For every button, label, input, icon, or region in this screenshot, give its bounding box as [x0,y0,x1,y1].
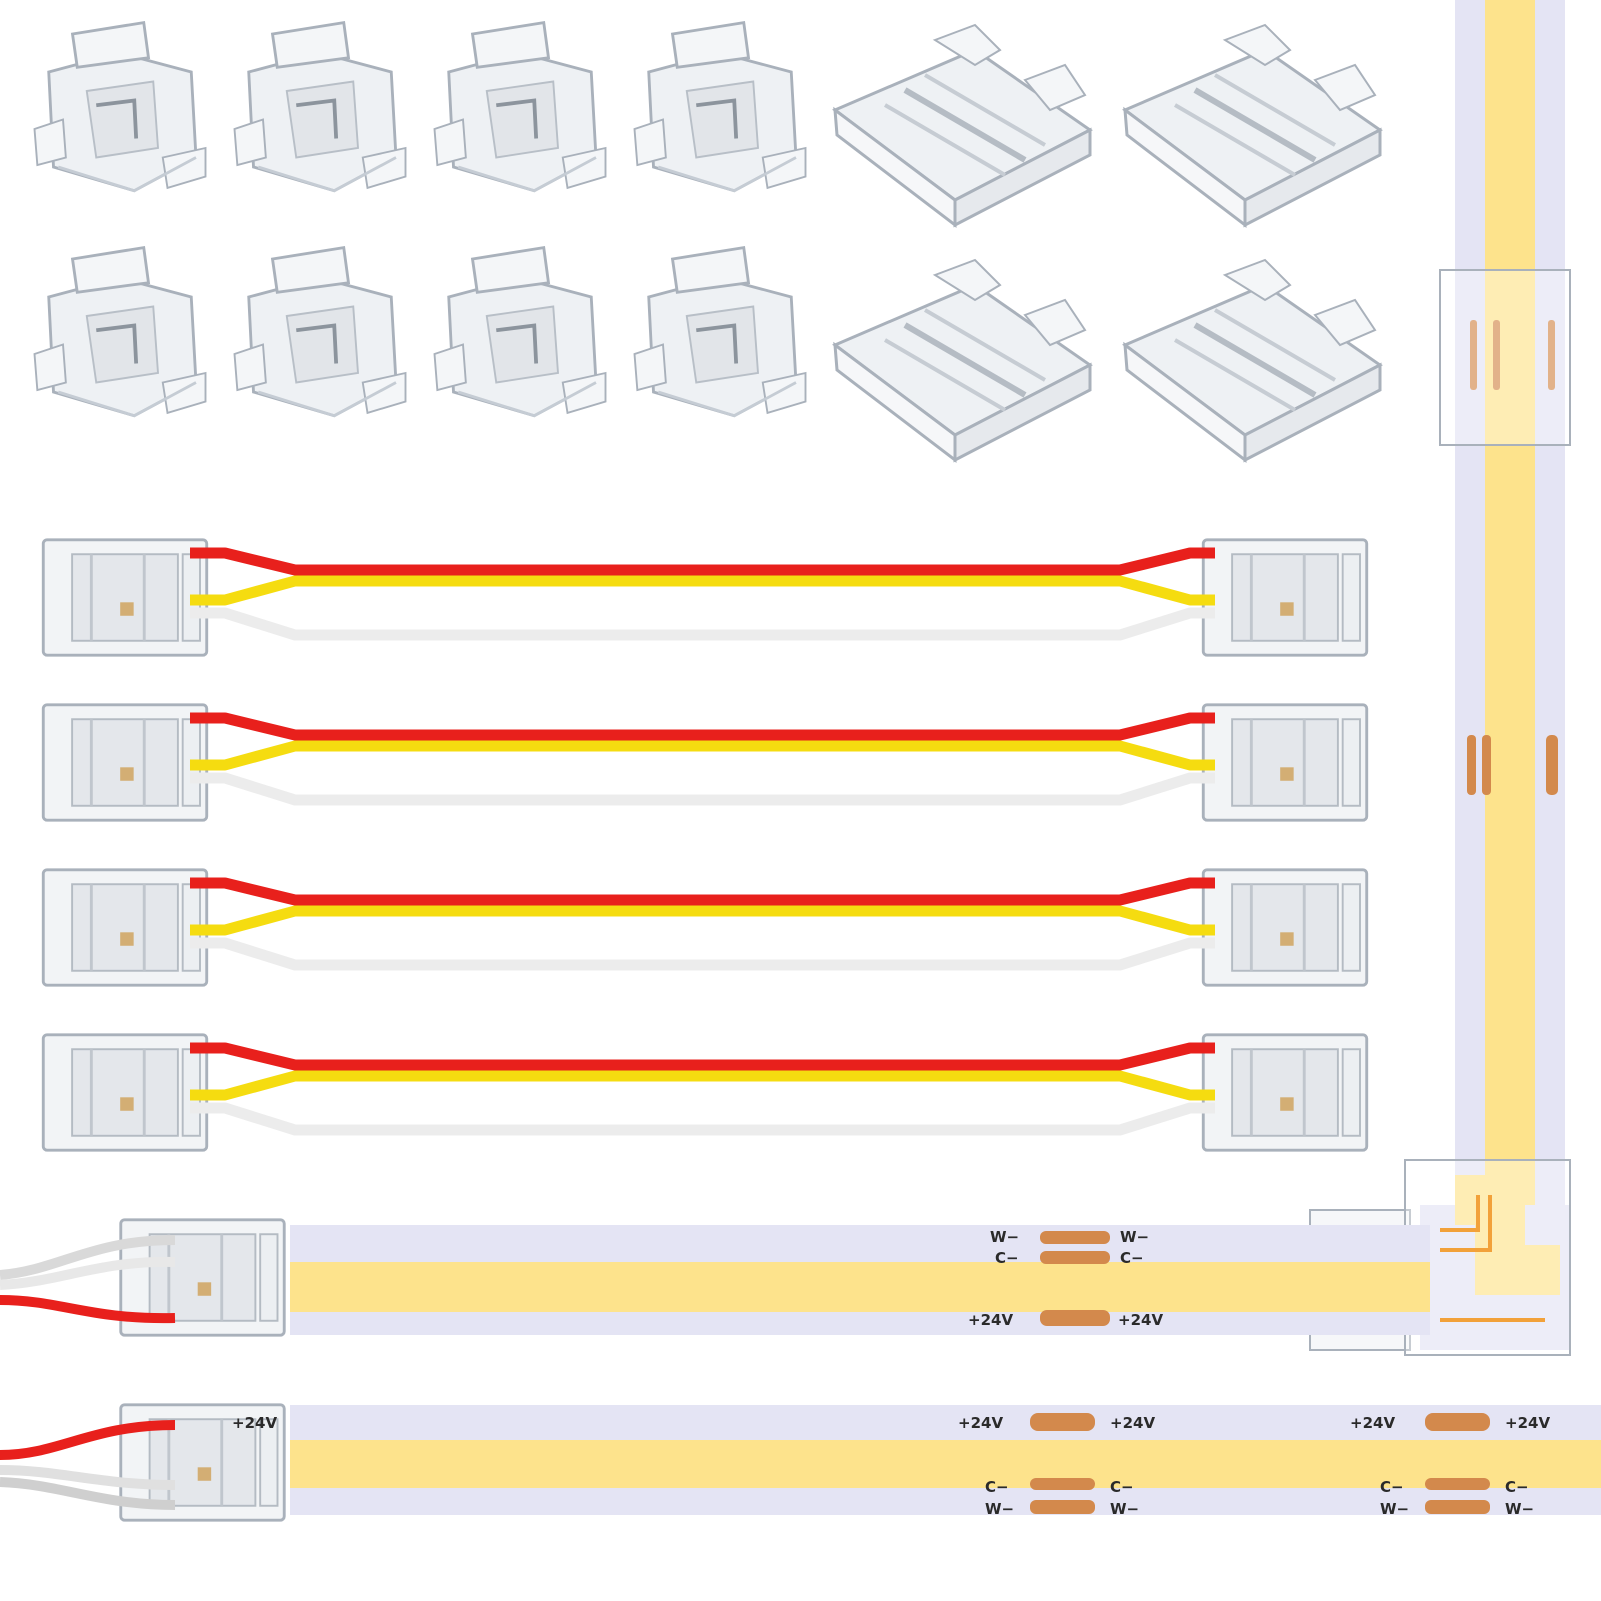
jumper-cable [41,703,1369,822]
pad-label-24v: +24V [968,1311,1013,1329]
pad-label-24v: +24V [958,1414,1003,1432]
led-strip-horizontal-2: +24V +24V +24V +24V C− C− C− C− W− W− W−… [0,1403,1601,1522]
lead-wire-red [0,1295,176,1324]
pad-label-w: W− [1110,1500,1139,1518]
pad-label-c: C− [985,1478,1009,1496]
wire-yellow [190,740,1215,771]
cable-clip-left [41,1033,209,1152]
clip-label-24v: +24V [232,1414,277,1432]
straight-connector-grid [835,25,1380,460]
l-connector [432,20,608,193]
wire-red [190,547,1215,576]
pad-label-c: C− [995,1249,1019,1267]
pad-label-24v: +24V [1350,1414,1395,1432]
l-connector [632,20,808,193]
pad-label-w: W− [990,1228,1019,1246]
pad-label-24v: +24V [1110,1414,1155,1432]
pad-label-w: W− [1120,1228,1149,1246]
cable-clip-left [41,703,209,822]
l-connector [632,245,808,418]
wire-yellow [190,575,1215,606]
led-strip-horizontal-1: W− W− C− C− +24V +24V [0,1218,1430,1337]
wire-white [190,937,1215,971]
lead-wire-white [0,1465,176,1490]
pad-label-w: W− [985,1500,1014,1518]
wire-white [190,772,1215,806]
jumper-cable [41,1033,1369,1152]
l-connector [232,245,408,418]
pad-label-w: W− [1505,1500,1534,1518]
lead-wire-grey [0,1477,176,1510]
jumper-cable-list [41,538,1369,1152]
l-connector [232,20,408,193]
pad-label-24v: +24V [1118,1311,1163,1329]
cable-clip-left [41,868,209,987]
wire-white [190,1102,1215,1136]
cable-clip-right [1201,1033,1369,1152]
pad-label-24v: +24V [1505,1414,1550,1432]
straight-connector [835,260,1090,460]
cable-clip-right [1201,538,1369,657]
cable-clip-right [1201,703,1369,822]
l-connector [32,20,208,193]
wire-yellow [190,905,1215,936]
wire-red [190,712,1215,741]
wire-red [190,877,1215,906]
l-connector-grid [32,20,808,418]
wire-yellow [190,1070,1215,1101]
cable-clip-left [41,538,209,657]
cable-clip-right [1201,868,1369,987]
lead-wire-white [0,1235,176,1280]
straight-connector [1125,25,1380,225]
pad-label-w: W− [1380,1500,1409,1518]
wire-white [190,607,1215,641]
straight-connector [1125,260,1380,460]
pad-label-c: C− [1120,1249,1144,1267]
straight-connector [835,25,1090,225]
jumper-cable [41,868,1369,987]
l-connector [432,245,608,418]
pad-label-c: C− [1505,1478,1529,1496]
pad-label-c: C− [1110,1478,1134,1496]
wire-red [190,1042,1215,1071]
jumper-cable [41,538,1369,657]
pad-label-c: C− [1380,1478,1404,1496]
lead-wire-red [0,1420,176,1460]
led-strip-vertical [1439,0,1571,1290]
l-connector [32,245,208,418]
lead-wire-yellow [0,1256,176,1290]
